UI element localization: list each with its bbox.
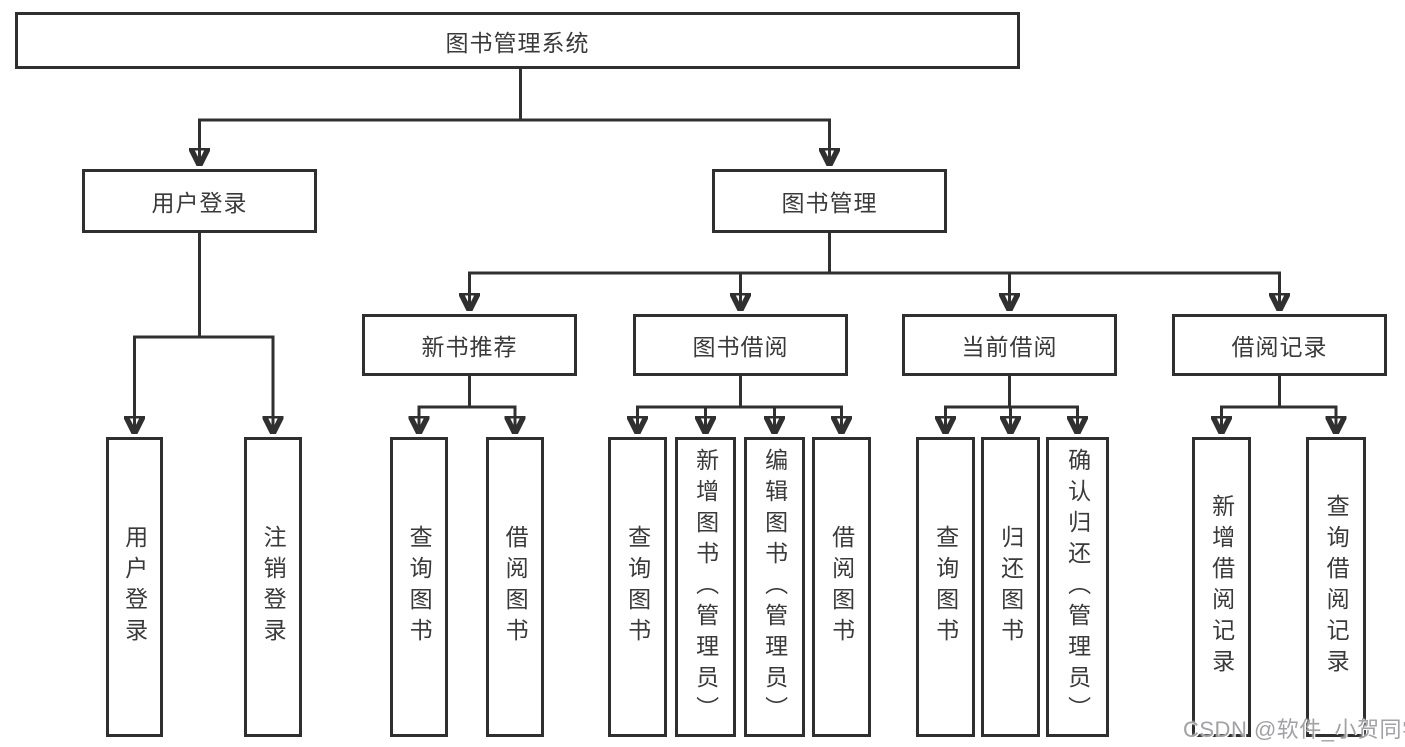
node-label: 用户登录 <box>151 190 248 216</box>
node-label: 借阅图书 <box>502 525 529 649</box>
connector-recommend-to-leaves <box>419 374 515 432</box>
node-book-management: 图书管理 <box>712 169 947 233</box>
node-label: 查询借阅记录 <box>1323 494 1350 680</box>
leaf-add-books-admin: 新增图书（管理员） <box>675 437 736 737</box>
node-label: 查询图书 <box>624 525 651 649</box>
node-new-book-recommend: 新书推荐 <box>362 314 577 376</box>
leaf-logout: 注销登录 <box>244 437 302 737</box>
node-label: 确认归还（管理员） <box>1064 447 1091 727</box>
node-label: 图书管理系统 <box>445 29 590 56</box>
leaf-borrow-books: 借阅图书 <box>486 437 544 737</box>
leaf-edit-books-admin: 编辑图书（管理员） <box>744 437 805 737</box>
leaf-query-borrow-record: 查询借阅记录 <box>1306 437 1366 737</box>
csdn-watermark: CSDN @软件_小贺同学 <box>1183 717 1405 742</box>
node-label: 新增图书（管理员） <box>692 447 719 727</box>
node-label: 查询图书 <box>406 525 433 649</box>
leaf-add-borrow-record: 新增借阅记录 <box>1192 437 1251 737</box>
leaf-query-books: 查询图书 <box>916 437 975 737</box>
node-label: 新书推荐 <box>421 334 518 360</box>
node-label: 图书管理 <box>781 190 878 216</box>
leaf-user-login: 用户登录 <box>106 437 163 737</box>
node-borrowing-records: 借阅记录 <box>1172 314 1387 376</box>
node-library-management-system: 图书管理系统 <box>15 12 1020 69</box>
node-label: 借阅图书 <box>828 525 855 649</box>
node-label: 查询图书 <box>932 525 959 649</box>
leaf-borrow-books: 借阅图书 <box>812 437 871 737</box>
node-current-borrowing: 当前借阅 <box>902 314 1117 376</box>
leaf-query-books: 查询图书 <box>390 437 448 737</box>
connector-mgmt-to-level3 <box>470 231 1280 309</box>
node-label: 借阅记录 <box>1231 334 1328 360</box>
leaf-query-books: 查询图书 <box>608 437 667 737</box>
connector-login-to-leaves <box>135 231 274 432</box>
node-label: 归还图书 <box>997 525 1024 649</box>
node-user-login: 用户登录 <box>82 169 317 233</box>
node-label: 用户登录 <box>121 525 148 649</box>
connector-borrowing-to-leaves <box>638 374 842 432</box>
connector-current-to-leaves <box>946 374 1078 432</box>
node-label: 新增借阅记录 <box>1208 494 1235 680</box>
connector-root-to-level2 <box>200 67 830 164</box>
leaf-return-books: 归还图书 <box>981 437 1040 737</box>
node-label: 注销登录 <box>260 525 287 649</box>
leaf-confirm-return-admin: 确认归还（管理员） <box>1046 437 1109 737</box>
node-label: 编辑图书（管理员） <box>761 447 788 727</box>
node-label: 图书借阅 <box>692 334 789 360</box>
connector-records-to-leaves <box>1222 374 1337 432</box>
node-label: 当前借阅 <box>961 334 1058 360</box>
node-book-borrowing: 图书借阅 <box>633 314 848 376</box>
